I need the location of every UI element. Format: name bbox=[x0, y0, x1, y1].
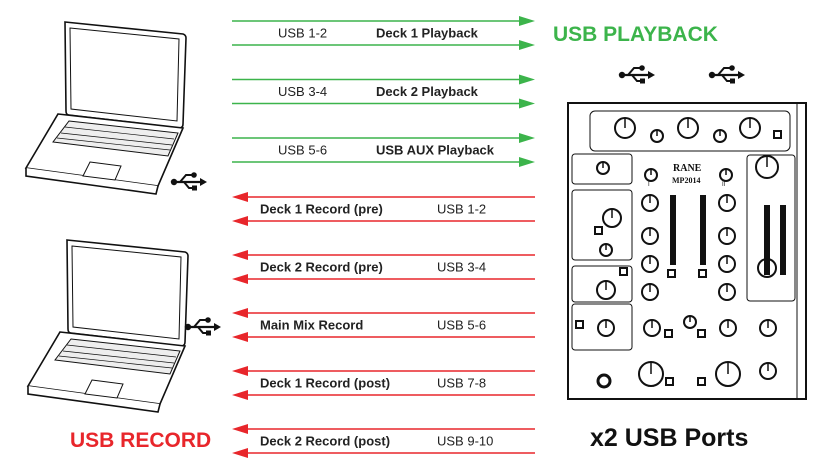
usb-ports-caption: x2 USB Ports bbox=[590, 424, 748, 452]
usb-icon bbox=[169, 171, 209, 192]
record-name: Deck 1 Record (pre) bbox=[260, 202, 383, 217]
deck-1-label: I bbox=[648, 182, 650, 188]
playback-usb-channel: USB 5-6 bbox=[278, 143, 327, 158]
playback-arrow bbox=[232, 16, 535, 26]
playback-name: USB AUX Playback bbox=[376, 143, 495, 158]
record-arrow bbox=[232, 250, 535, 260]
record-usb-channel: USB 3-4 bbox=[437, 260, 486, 275]
usb-icon bbox=[183, 316, 223, 337]
record-arrow bbox=[232, 424, 535, 434]
mixer-model: MP2014 bbox=[672, 176, 700, 185]
record-arrow bbox=[232, 366, 535, 376]
usb-icon bbox=[707, 64, 747, 85]
usb-icon bbox=[617, 64, 657, 85]
record-arrow bbox=[232, 308, 535, 318]
playback-arrow bbox=[232, 74, 535, 85]
record-usb-channel: USB 5-6 bbox=[437, 318, 486, 333]
mixer-brand-logo: RANE bbox=[673, 163, 702, 174]
record-arrow bbox=[232, 274, 535, 284]
usb-record-heading: USB RECORD bbox=[70, 429, 211, 452]
record-usb-channel: USB 1-2 bbox=[437, 202, 486, 217]
record-arrow bbox=[232, 448, 535, 458]
record-arrow bbox=[232, 216, 535, 226]
playback-usb-channel: USB 1-2 bbox=[278, 26, 327, 41]
playback-name: Deck 1 Playback bbox=[376, 26, 479, 41]
playback-arrow bbox=[232, 133, 535, 143]
laptop-icon bbox=[25, 21, 187, 195]
playback-usb-channel: USB 3-4 bbox=[278, 84, 327, 99]
deck-2-label: II bbox=[722, 182, 726, 188]
record-arrow bbox=[232, 332, 535, 342]
playback-arrow bbox=[232, 98, 535, 109]
record-name: Deck 1 Record (post) bbox=[260, 376, 390, 391]
record-usb-channel: USB 9-10 bbox=[437, 434, 493, 449]
playback-arrow bbox=[232, 40, 535, 50]
record-arrow bbox=[232, 192, 535, 202]
laptop-icon bbox=[27, 239, 189, 413]
mixer-illustration: RANE MP2014 I II bbox=[567, 102, 807, 400]
record-name: Main Mix Record bbox=[260, 318, 363, 333]
record-name: Deck 2 Record (pre) bbox=[260, 260, 383, 275]
playback-arrow bbox=[232, 157, 535, 167]
usb-playback-heading: USB PLAYBACK bbox=[553, 23, 718, 46]
playback-name: Deck 2 Playback bbox=[376, 84, 479, 99]
record-arrow bbox=[232, 390, 535, 400]
record-name: Deck 2 Record (post) bbox=[260, 434, 390, 449]
record-usb-channel: USB 7-8 bbox=[437, 376, 486, 391]
